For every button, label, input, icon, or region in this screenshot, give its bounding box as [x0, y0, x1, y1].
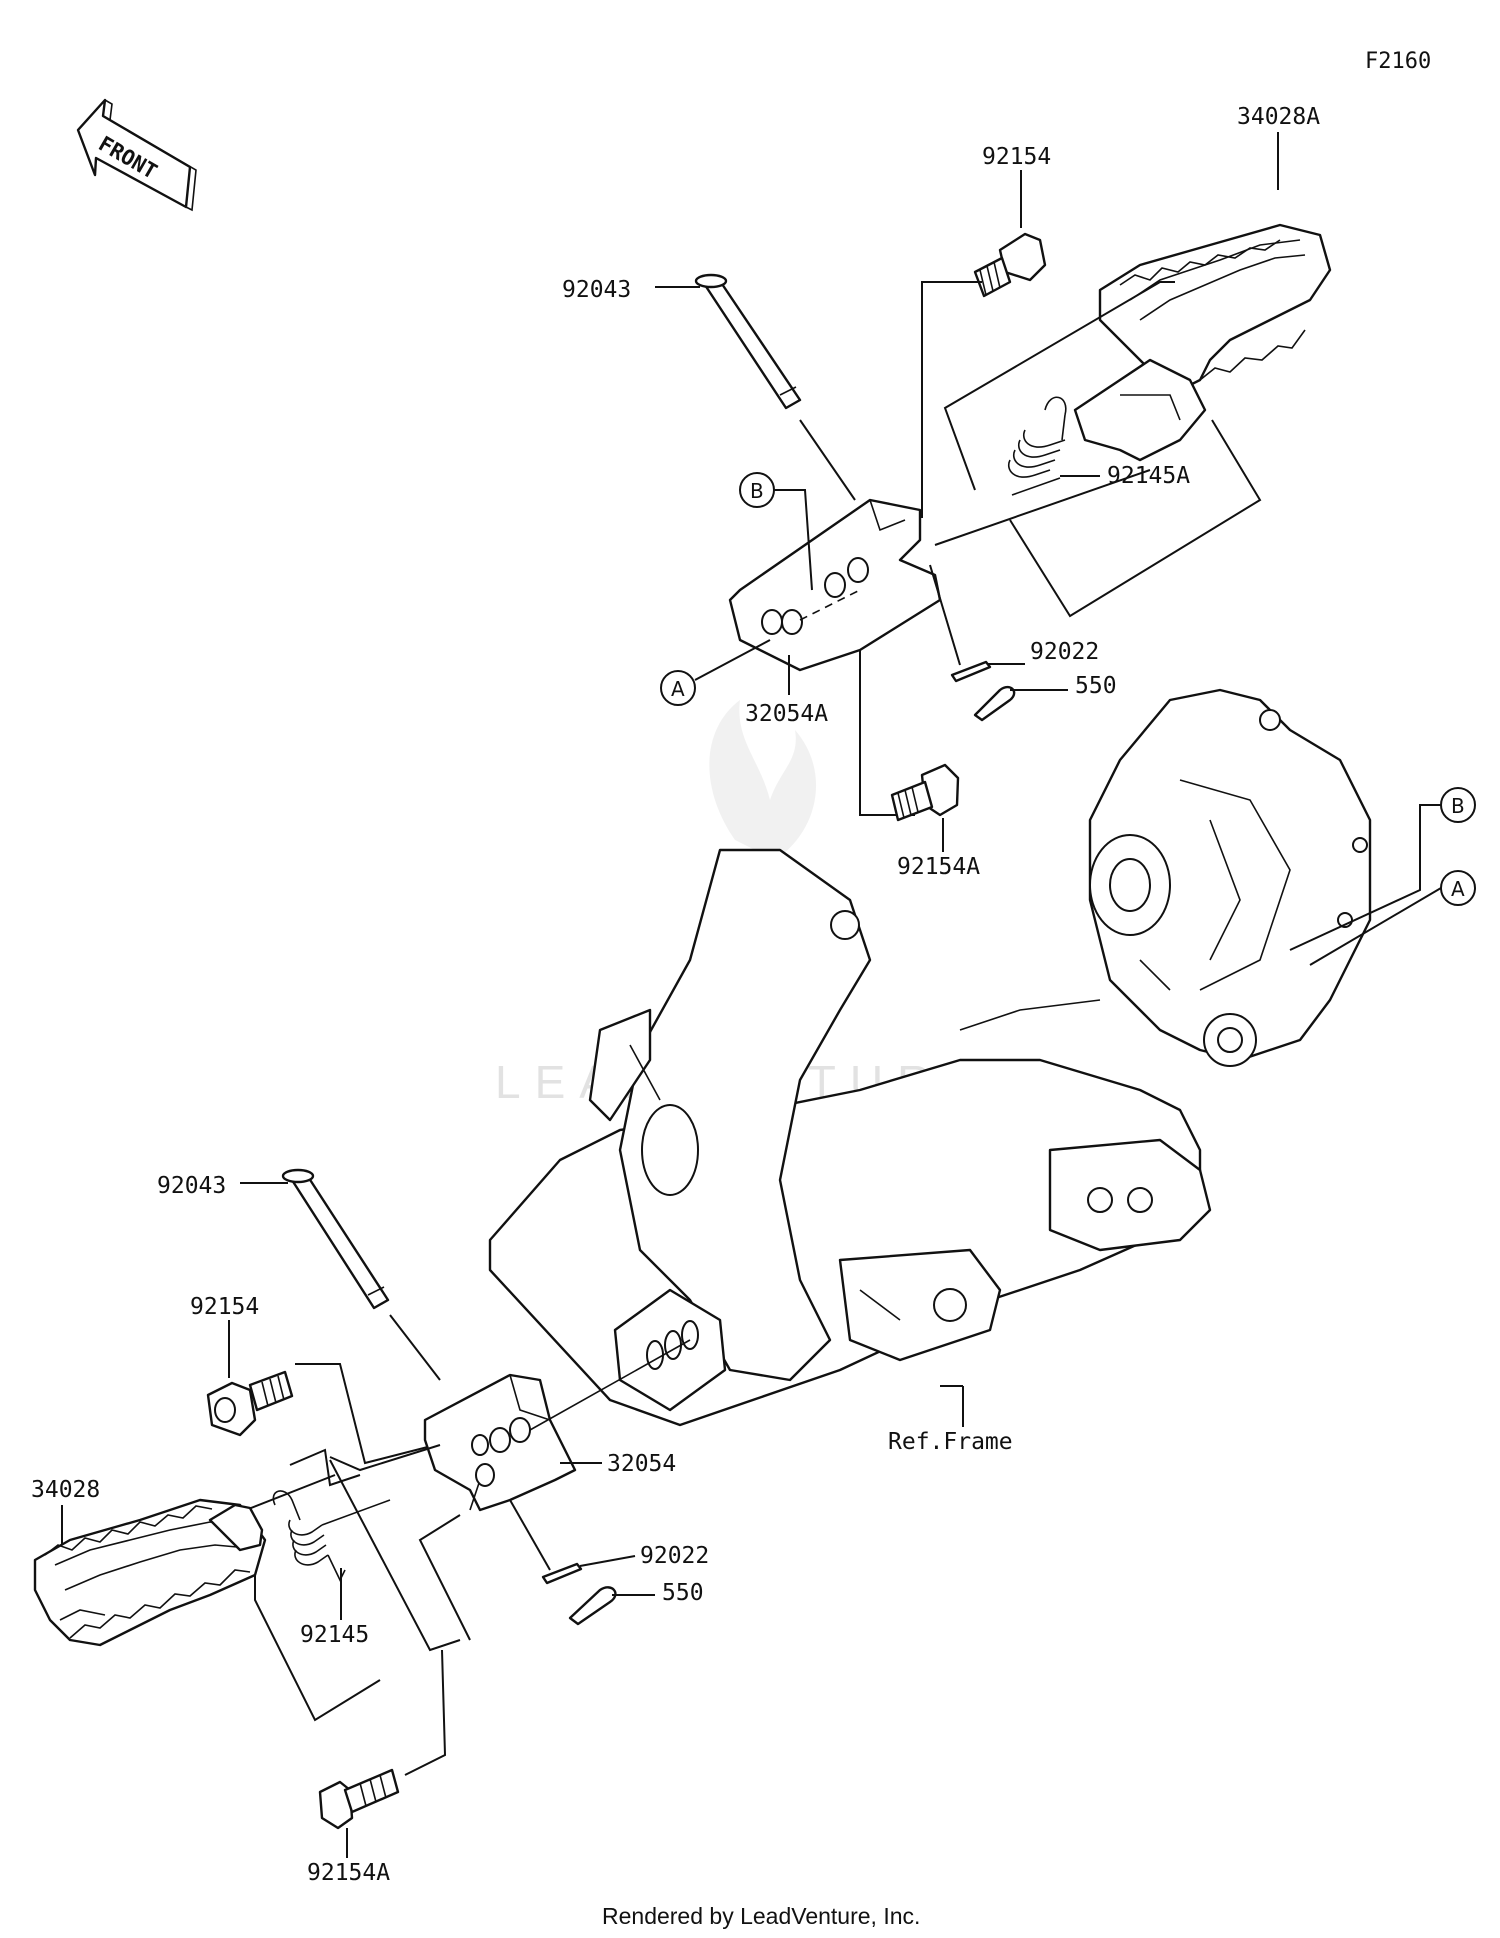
- bracket-32054-part: [423, 1339, 691, 1512]
- ref-letter-a-right: A: [1451, 877, 1465, 901]
- bolt-92154A-lower-part: [318, 1768, 400, 1830]
- cotter-550-upper-part: [973, 685, 1016, 722]
- spring-92145-lower-part: [272, 1490, 391, 1582]
- spring-92145A-upper-part: [1008, 396, 1067, 496]
- clip-92022-lower-part: [541, 1562, 583, 1585]
- label-92145: 92145: [300, 1622, 369, 1648]
- pin-92043-upper-part: [694, 273, 802, 410]
- label-92154A-upper: 92154A: [897, 854, 980, 880]
- footpeg-lower-part: [33, 1498, 267, 1647]
- bolt-92154A-upper-part: [890, 763, 960, 822]
- label-34028A: 34028A: [1237, 104, 1320, 130]
- ref-marker-a-upper: A: [660, 670, 696, 706]
- ref-letter-b-upper: B: [750, 479, 764, 503]
- clip-92022-upper-part: [950, 660, 992, 683]
- bolt-92154-upper-part: [973, 232, 1047, 298]
- ref-marker-b-right: B: [1440, 787, 1476, 823]
- footer-credit: Rendered by LeadVenture, Inc.: [602, 1903, 920, 1929]
- label-92154A-lower: 92154A: [307, 1860, 390, 1886]
- frame-ref-part: [488, 688, 1372, 1427]
- ref-letter-b-right: B: [1451, 794, 1465, 818]
- label-92022-lower: 92022: [640, 1543, 709, 1569]
- label-550-lower: 550: [662, 1580, 704, 1606]
- label-92022-upper: 92022: [1030, 639, 1099, 665]
- pin-92043-lower-part: [281, 1168, 390, 1310]
- label-ref-frame: Ref.Frame: [888, 1429, 1013, 1455]
- label-34028: 34028: [31, 1477, 100, 1503]
- label-550-upper: 550: [1075, 673, 1117, 699]
- ref-marker-b-upper: B: [739, 472, 775, 508]
- label-92154-lower: 92154: [190, 1294, 259, 1320]
- label-32054: 32054: [607, 1451, 676, 1477]
- footpeg-upper-part: [1073, 223, 1332, 462]
- label-92154-upper: 92154: [982, 144, 1051, 170]
- figure-code: F2160: [1365, 49, 1431, 74]
- cotter-550-lower-part: [568, 1586, 617, 1626]
- label-92043-upper: 92043: [562, 277, 631, 303]
- ref-marker-a-right: A: [1440, 870, 1476, 906]
- label-32054A: 32054A: [745, 701, 828, 727]
- label-92145A: 92145A: [1107, 463, 1190, 489]
- front-arrow-icon: FRONT: [76, 98, 197, 212]
- bolt-92154-lower-part: [206, 1370, 294, 1437]
- ref-letter-a-upper: A: [671, 677, 685, 701]
- label-92043-lower: 92043: [157, 1173, 226, 1199]
